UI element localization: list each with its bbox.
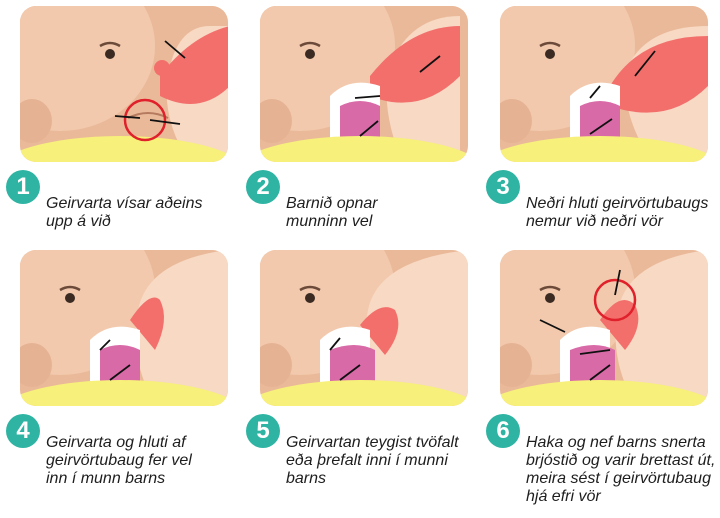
caption-line: Barnið opnar [286, 195, 378, 213]
caption-line: Neðri hluti geirvörtubaugs [526, 195, 708, 213]
step-4-caption: Geirvarta og hluti af geirvörtubaug fer … [46, 434, 192, 488]
step-2-badge: 2 [246, 170, 280, 204]
caption-line: inn í munn barns [46, 470, 192, 488]
step-6-illustration [500, 250, 708, 406]
caption-line: nemur við neðri vör [526, 213, 708, 231]
step-3-caption: Neðri hluti geirvörtubaugs nemur við neð… [526, 195, 708, 231]
caption-line: hjá efri vör [526, 488, 715, 506]
step-3-badge: 3 [486, 170, 520, 204]
caption-line: brjóstið og varir brettast út, [526, 452, 715, 470]
caption-line: meira sést í geirvörtubaug [526, 470, 715, 488]
step-3-illustration [500, 6, 708, 162]
caption-line: Haka og nef barns snerta [526, 434, 715, 452]
caption-line: eða þrefalt inni í munni [286, 452, 459, 470]
caption-line: munninn vel [286, 213, 378, 231]
step-1-illustration [20, 6, 228, 162]
caption-line: Geirvarta vísar aðeins [46, 195, 203, 213]
step-1-badge: 1 [6, 170, 40, 204]
step-5-caption: Geirvartan teygist tvöfalt eða þrefalt i… [286, 434, 459, 488]
step-2-illustration [260, 6, 468, 162]
step-4-badge: 4 [6, 414, 40, 448]
caption-line: geirvörtubaug fer vel [46, 452, 192, 470]
caption-line: Geirvartan teygist tvöfalt [286, 434, 459, 452]
step-4-illustration [20, 250, 228, 406]
step-2-caption: Barnið opnar munninn vel [286, 195, 378, 231]
step-5-badge: 5 [246, 414, 280, 448]
caption-line: barns [286, 470, 459, 488]
step-6-badge: 6 [486, 414, 520, 448]
step-5-illustration [260, 250, 468, 406]
step-6-caption: Haka og nef barns snerta brjóstið og var… [526, 434, 715, 506]
caption-line: Geirvarta og hluti af [46, 434, 192, 452]
caption-line: upp á við [46, 213, 203, 231]
step-1-caption: Geirvarta vísar aðeins upp á við [46, 195, 203, 231]
